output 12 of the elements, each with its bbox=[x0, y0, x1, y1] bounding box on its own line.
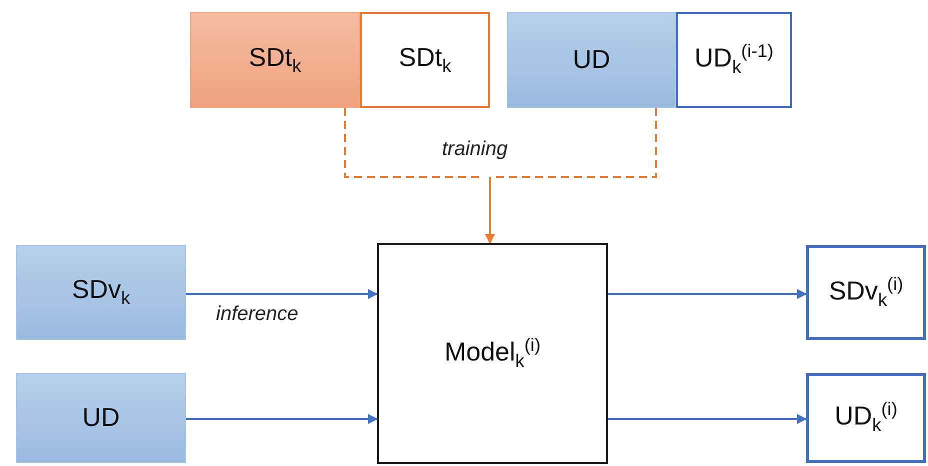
data-box: SDt$_{k}$ bbox=[190, 12, 360, 108]
arrow bbox=[186, 414, 378, 424]
edge-label: training bbox=[441, 138, 509, 161]
data-box: UD bbox=[16, 373, 186, 463]
data-box: SDt$_{k}$ bbox=[360, 12, 490, 108]
data-box: UD bbox=[507, 12, 676, 108]
arrow bbox=[485, 108, 657, 244]
edge-label: inference bbox=[215, 303, 300, 326]
arrow bbox=[186, 289, 378, 299]
data-box: SDv$_{k}$ bbox=[16, 245, 186, 340]
arrow bbox=[608, 289, 807, 299]
arrow bbox=[608, 414, 807, 424]
